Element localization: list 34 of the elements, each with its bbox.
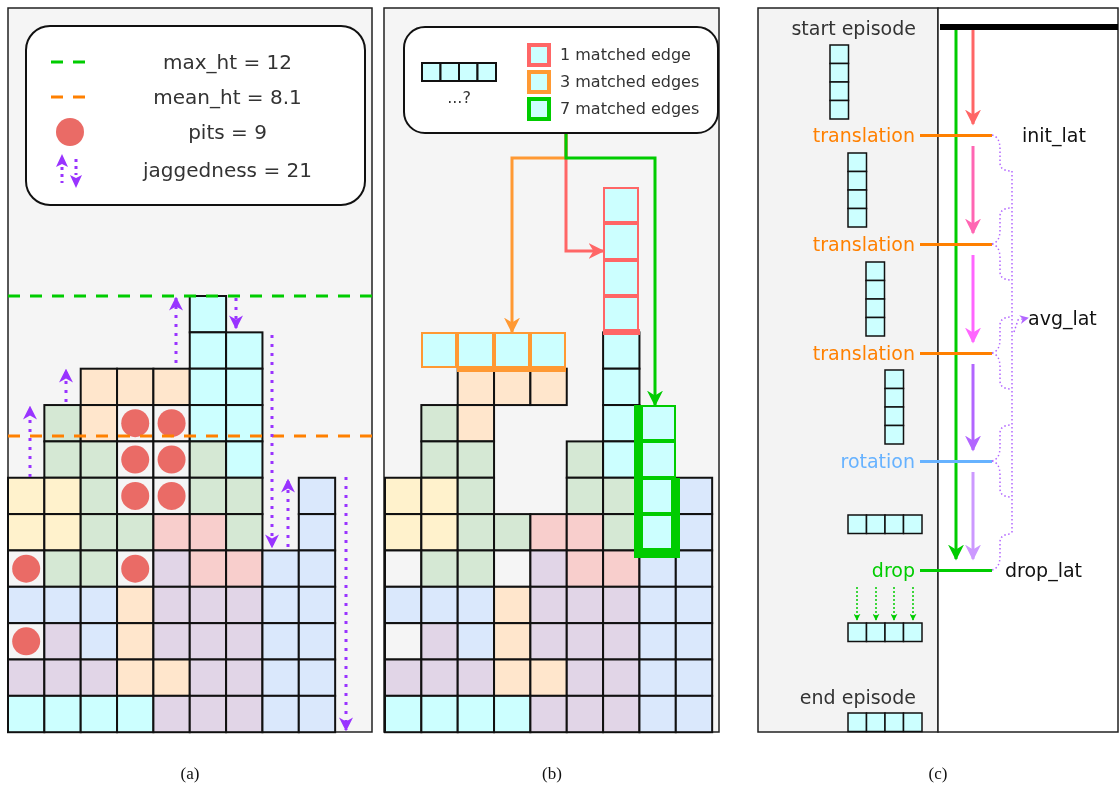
panel-caption: (b) <box>541 763 563 785</box>
legend-label: 7 matched edges <box>560 98 700 120</box>
arrow <box>1013 315 1029 333</box>
annotation-text: init_lat <box>1022 123 1086 147</box>
piece-placement <box>603 187 640 335</box>
legend-label: jaggedness = 21 <box>141 157 313 183</box>
event-label: drop <box>871 559 915 581</box>
arrow <box>564 134 663 407</box>
annotation-text: drop_lat <box>1005 558 1082 582</box>
event-label: translation <box>812 233 915 255</box>
annotation-text: end episode <box>799 685 916 709</box>
legend-label: 1 matched edge <box>560 44 691 66</box>
question-text: ...? <box>446 88 472 107</box>
legend-label: max_ht = 12 <box>162 49 293 75</box>
annotation-text: start episode <box>791 16 916 40</box>
event-label: rotation <box>840 450 915 472</box>
episode-start-bar <box>940 24 1118 30</box>
arrow <box>965 146 981 235</box>
event-label: translation <box>812 342 915 364</box>
event-label: translation <box>812 124 915 146</box>
arrow <box>965 364 981 452</box>
piece-placement <box>634 405 680 558</box>
metric-label: avg_lat <box>1028 306 1113 330</box>
arrow <box>965 30 981 126</box>
panel-caption: (c) <box>927 763 949 785</box>
arrow <box>965 255 981 344</box>
piece-placement <box>421 332 567 373</box>
panel-caption: (a) <box>179 763 201 785</box>
legend-label: 3 matched edges <box>560 71 700 93</box>
query-box <box>403 26 719 134</box>
arrow <box>965 472 981 561</box>
arrow <box>948 30 964 561</box>
legend-label: pits = 9 <box>187 119 268 145</box>
legend-label: mean_ht = 8.1 <box>152 84 303 110</box>
